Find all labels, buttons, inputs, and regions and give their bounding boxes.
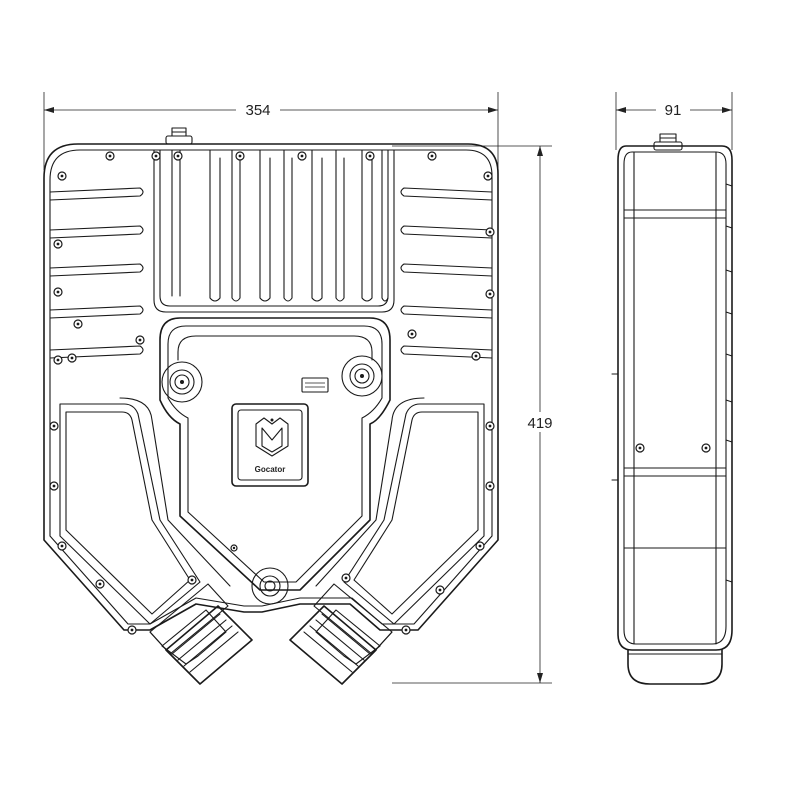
side-view	[611, 133, 733, 685]
dimension-depth: 91	[615, 92, 733, 150]
mount-boss-right	[341, 355, 383, 397]
side-fin-ticks	[611, 183, 733, 583]
center-panel	[159, 317, 391, 591]
dimension-height: 419	[392, 145, 560, 684]
vertical-fins	[171, 149, 389, 302]
housing-outline	[43, 143, 499, 631]
screws-front	[49, 151, 495, 635]
connector-right	[289, 583, 393, 685]
top-connector	[165, 127, 193, 145]
warning-label	[301, 377, 329, 393]
front-view: Gocator	[43, 127, 499, 685]
connector-left	[149, 583, 253, 685]
mount-boss-bottom	[251, 567, 289, 605]
logo-plate: Gocator	[231, 403, 309, 487]
dimension-width-label: 354	[245, 102, 270, 119]
dimension-width: 354	[43, 92, 499, 170]
right-fins	[400, 187, 493, 359]
left-fins	[49, 187, 144, 359]
mount-boss-left	[161, 361, 203, 403]
dimension-height-label: 419	[527, 415, 552, 432]
logo-brand-text: Gocator	[255, 465, 286, 474]
side-connector	[627, 649, 723, 685]
dimension-depth-label: 91	[665, 102, 682, 119]
side-housing-outline	[617, 145, 733, 651]
